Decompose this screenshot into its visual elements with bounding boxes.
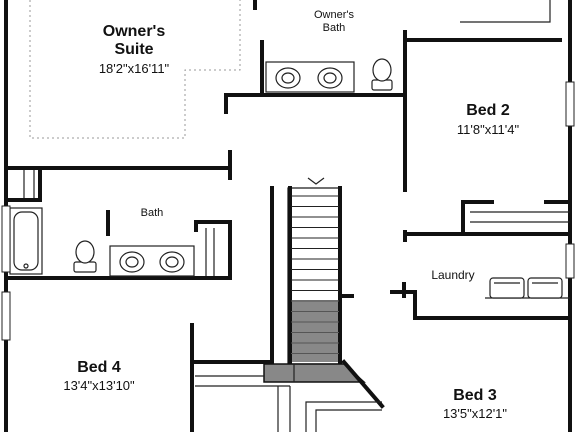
- top-right-walls: [403, 0, 572, 432]
- stair-treads: [291, 195, 339, 354]
- laundry-name: Laundry: [431, 268, 474, 282]
- owners-suite-name-line2: Suite: [114, 41, 153, 58]
- owners-bath-area: [224, 30, 407, 114]
- bed4-area: [1, 291, 291, 432]
- window: [1, 205, 11, 273]
- window: [565, 243, 575, 279]
- toilet-icon: [372, 58, 392, 82]
- bed3-dims: 13'5"x12'1": [443, 406, 507, 421]
- owners-bath-name: Owner's: [314, 9, 354, 21]
- owners-bath-name-line2: Bath: [323, 22, 346, 34]
- bed2-dims: 11'8"x11'4": [457, 122, 520, 137]
- washer-icon: [489, 277, 525, 299]
- bed2-name: Bed 2: [466, 102, 510, 119]
- bed3-name: Bed 3: [453, 387, 497, 404]
- window: [1, 291, 11, 341]
- window: [565, 81, 575, 127]
- owners-suite-name: Owner's: [103, 23, 166, 40]
- dryer-icon: [527, 277, 563, 299]
- bed4-dims: 13'4"x13'10": [63, 378, 135, 393]
- laundry-area: [390, 243, 575, 320]
- bed4-name: Bed 4: [77, 359, 121, 376]
- hall-bath-area: [1, 166, 232, 280]
- toilet-icon: [75, 240, 95, 264]
- bed3-area: [305, 359, 385, 432]
- owners-suite-dims: 18'2"x16'11": [99, 61, 170, 76]
- bed2-area: [403, 81, 575, 242]
- bath-name: Bath: [141, 207, 164, 219]
